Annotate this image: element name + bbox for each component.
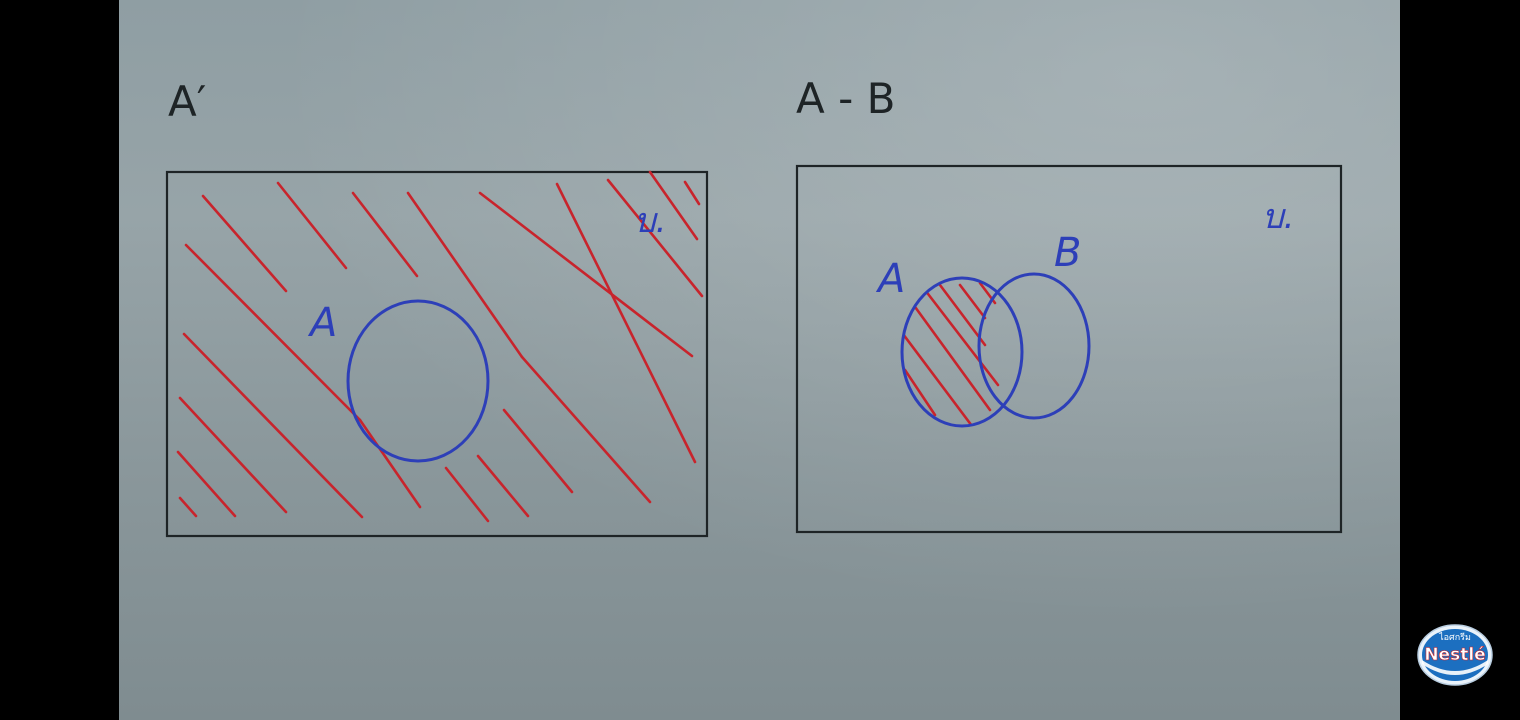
diagram2-circle-b — [977, 272, 1091, 420]
diagram1-universe-label: บ. — [634, 201, 666, 241]
logo-brand: Nestlé — [1424, 645, 1485, 665]
diagram1-circle-a — [346, 299, 490, 463]
diagram1-label-a: A — [307, 300, 337, 346]
diagram2-universe-label: บ. — [1262, 197, 1294, 237]
diagram1-universe-box — [165, 170, 709, 538]
diagram2-label-b: B — [1054, 230, 1081, 276]
nestle-logo[interactable]: ไอศกรีม Nestlé — [1417, 624, 1493, 686]
diagram2-circle-a — [900, 276, 1024, 428]
diagram2-universe-box — [795, 164, 1343, 534]
diagram2-hatching — [902, 281, 1000, 426]
whiteboard-background — [119, 0, 1400, 720]
logo-caption: ไอศกรีม — [1438, 632, 1471, 643]
diagram1-title: A′ — [168, 77, 206, 126]
diagram2-label-a: A — [875, 256, 905, 302]
diagram2-title: A - B — [796, 74, 895, 123]
diagram1-hatching — [176, 170, 704, 523]
